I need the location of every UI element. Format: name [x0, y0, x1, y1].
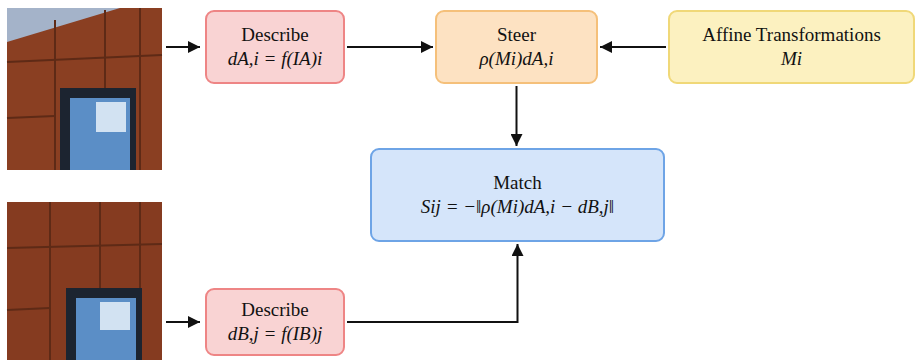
panel-seam: [7, 55, 162, 62]
box-formula: ρ(Mi)dA,i: [479, 47, 553, 71]
box-heading: Match: [493, 171, 542, 195]
flow-arrow: [600, 46, 666, 48]
transform-box: Affine TransformationsMi: [668, 10, 915, 84]
panel-seam: [7, 244, 162, 248]
panel-seam: [49, 202, 51, 360]
window-reflection: [100, 302, 130, 330]
box-formula: Sij = −‖ρ(Mi)dA,i − dB,j‖: [421, 195, 614, 219]
photo-ground: [7, 8, 162, 170]
box-heading: Steer: [497, 23, 536, 47]
panel-seam: [104, 10, 106, 90]
window-frame: [66, 288, 142, 360]
box-formula: dA,i = f(IA)i: [228, 47, 323, 71]
flow-arrow: [516, 86, 518, 146]
panel-seam: [54, 20, 56, 170]
photo-bottom: [7, 202, 162, 360]
match-box: MatchSij = −‖ρ(Mi)dA,i − dB,j‖: [370, 148, 665, 242]
flow-arrow: [347, 46, 433, 48]
box-heading: Affine Transformations: [702, 23, 881, 47]
box-formula: dB,j = f(IB)j: [228, 322, 323, 346]
window-glass: [76, 298, 136, 360]
describe-box: DescribedB,j = f(IB)j: [205, 288, 345, 356]
describe-box: DescribedA,i = f(IA)i: [205, 10, 345, 84]
steer-box: Steerρ(Mi)dA,i: [435, 10, 598, 84]
photo-ground: [7, 202, 162, 360]
window-glass: [70, 98, 130, 170]
image-arrow: [166, 46, 200, 48]
panel-seam: [7, 308, 50, 310]
box-heading: Describe: [241, 298, 309, 322]
box-formula: Mi: [781, 47, 802, 71]
panel-seam: [139, 8, 141, 170]
photo-top: [7, 8, 162, 170]
window-frame: [60, 88, 136, 170]
flow-arrow: [347, 244, 518, 322]
box-heading: Describe: [241, 23, 309, 47]
photo-sky: [7, 8, 120, 42]
image-arrow: [166, 321, 200, 323]
window-reflection: [96, 102, 126, 132]
panel-seam: [7, 116, 55, 118]
